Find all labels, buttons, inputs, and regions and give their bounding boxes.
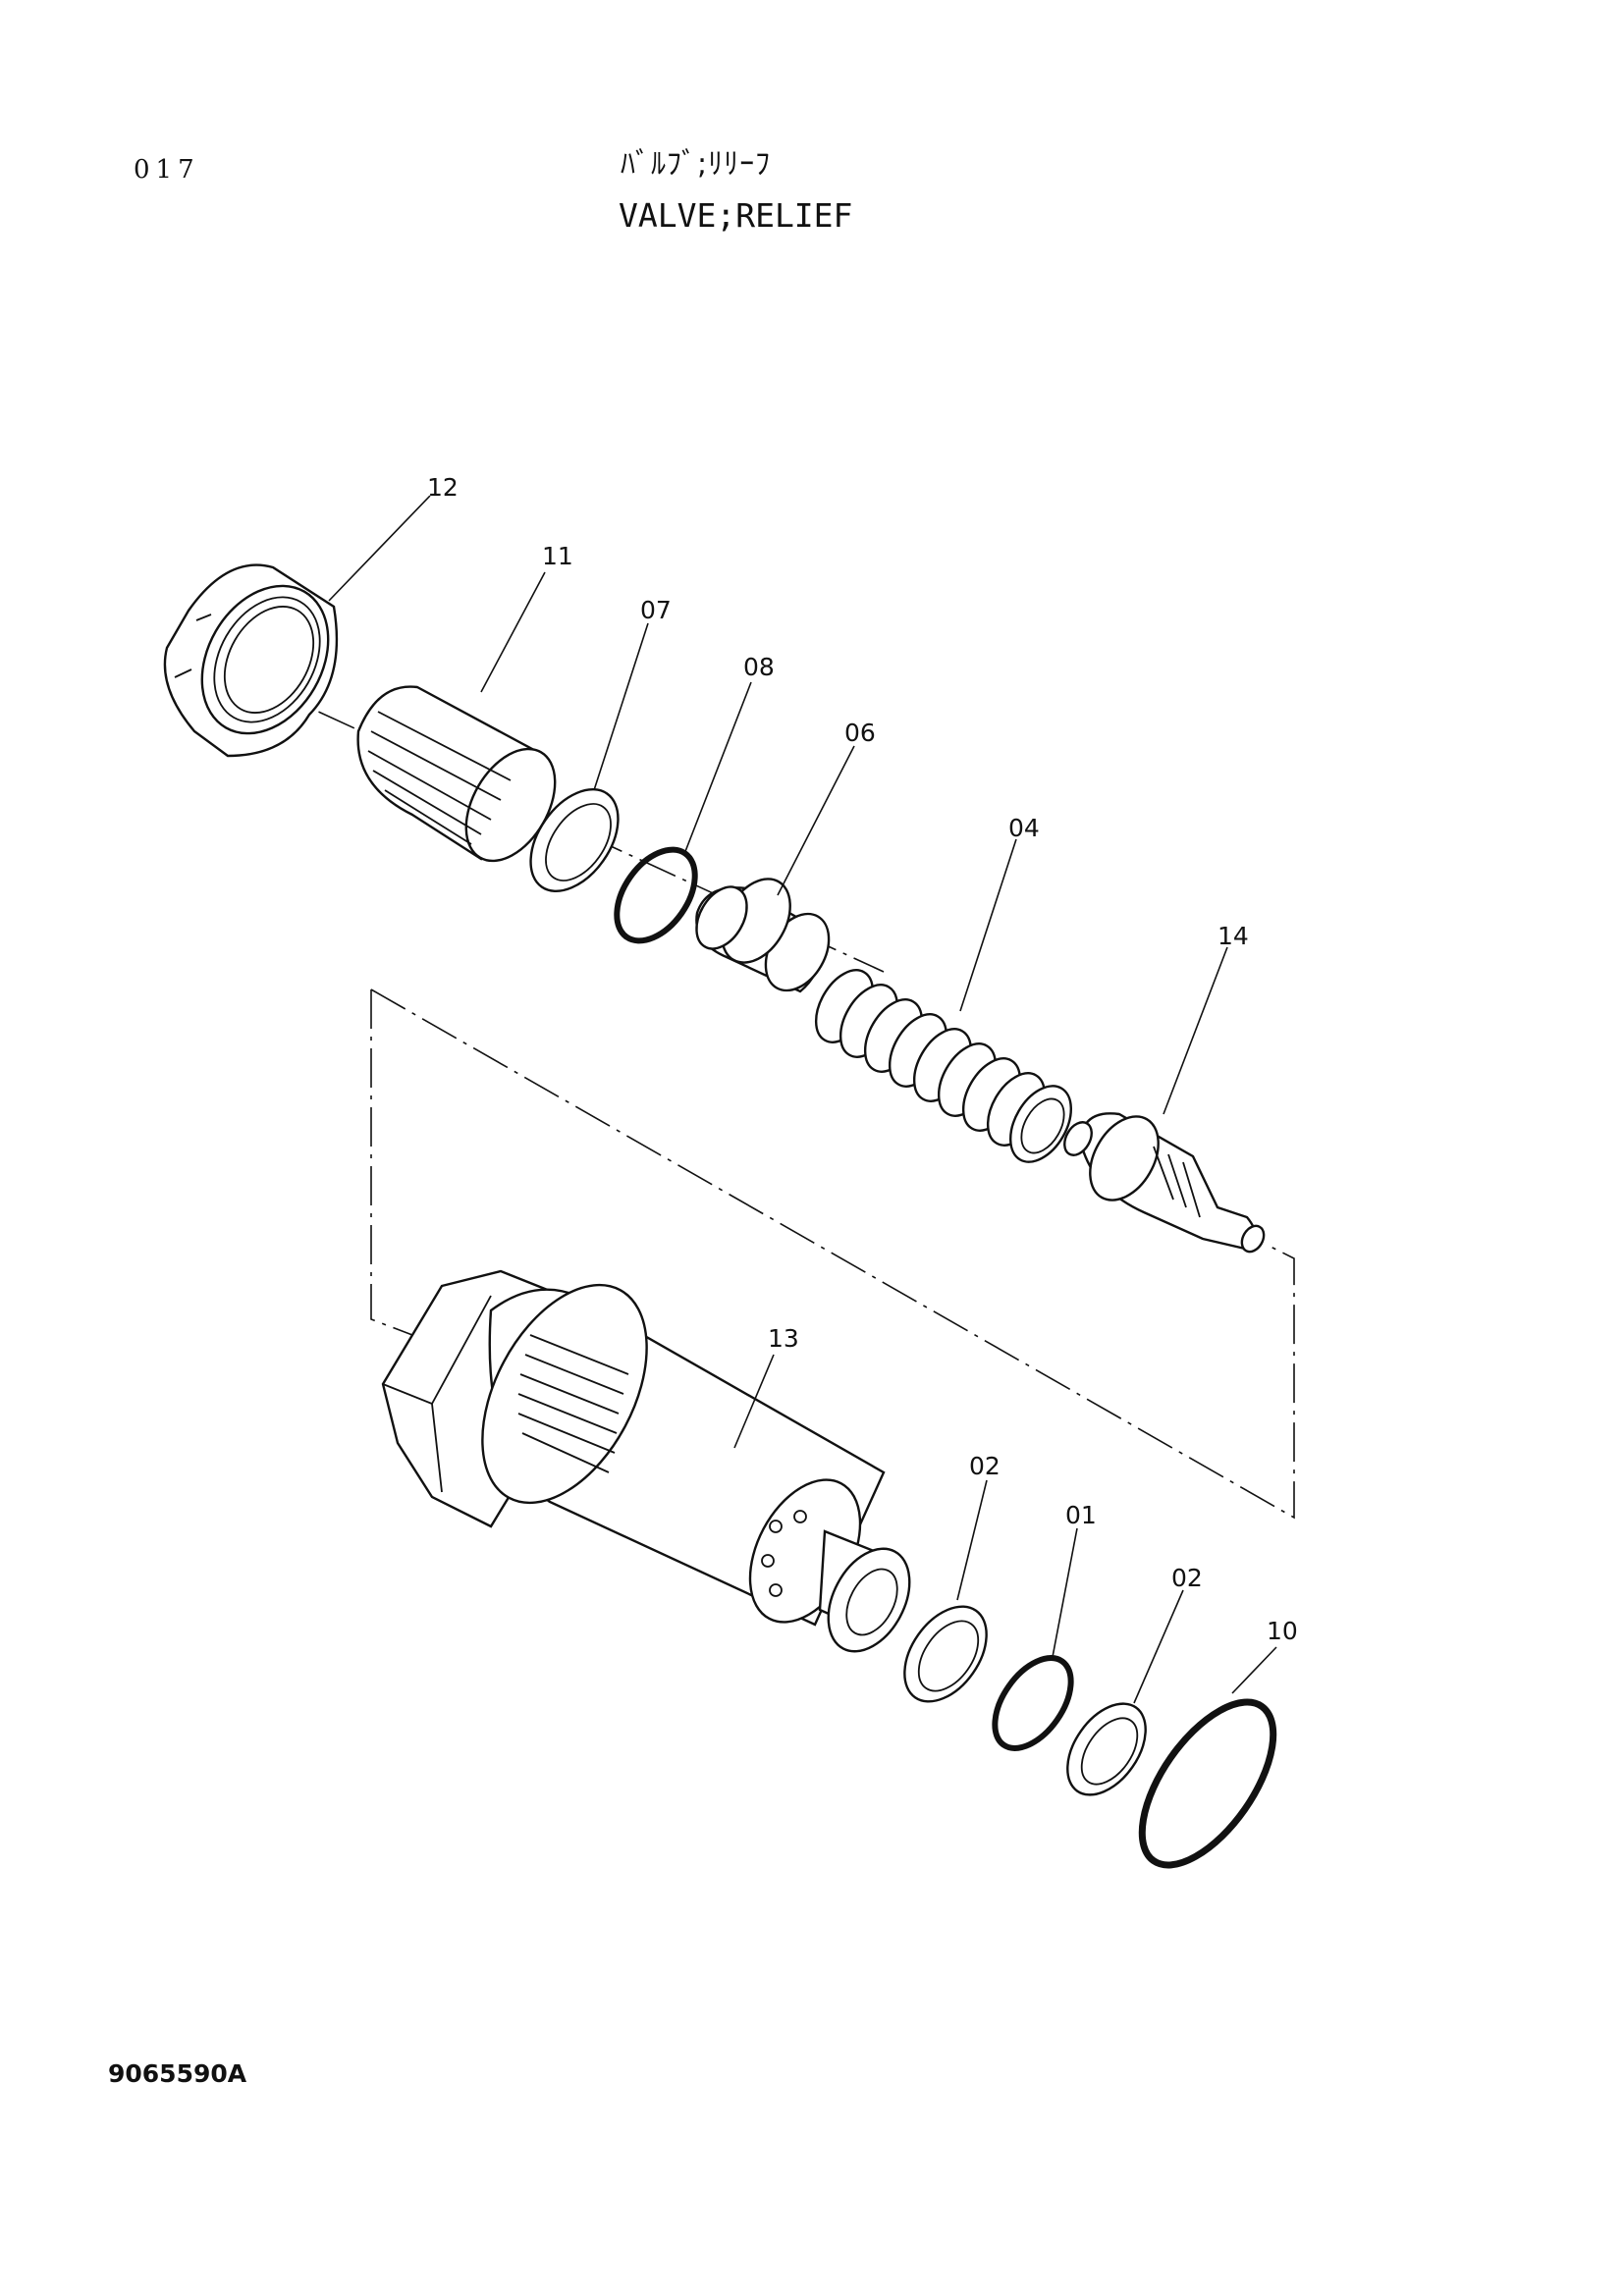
callout-labels: 12 11 07 08 06 04 14 13 02 01 02 10 <box>427 473 1298 1645</box>
callout-02-lower: 02 <box>1171 1564 1203 1592</box>
callout-06: 06 <box>844 719 876 747</box>
title-english: VALVE;RELIEF <box>619 196 853 235</box>
drawing-code: 9065590A <box>108 2059 247 2088</box>
part-12-lock-nut <box>163 563 339 758</box>
part-02-backup-ring-lower <box>1066 1702 1147 1796</box>
part-14-poppet <box>1063 1112 1266 1254</box>
part-07-backup-ring <box>529 787 620 893</box>
part-02-backup-ring-upper <box>903 1605 988 1703</box>
callout-04: 04 <box>1008 814 1040 842</box>
callout-12: 12 <box>427 473 459 502</box>
callout-11: 11 <box>542 542 573 570</box>
callout-10: 10 <box>1267 1617 1298 1645</box>
callout-02-upper: 02 <box>969 1452 1001 1480</box>
callout-08: 08 <box>743 653 775 681</box>
callout-13: 13 <box>768 1324 799 1353</box>
part-04-spring <box>814 969 1072 1163</box>
part-13-valve-body <box>381 1269 911 1653</box>
part-11-threaded-plug <box>356 685 557 863</box>
part-06-seat <box>695 878 831 993</box>
part-01-o-ring <box>992 1655 1074 1751</box>
callout-07: 07 <box>640 596 672 624</box>
part-08-o-ring <box>614 846 698 944</box>
callout-14: 14 <box>1217 922 1249 950</box>
title-japanese: ﾊﾞﾙﾌﾞ;ﾘﾘｰﾌ <box>621 147 772 182</box>
page-number: 017 <box>134 155 200 185</box>
part-10-o-ring-large <box>1138 1698 1277 1869</box>
leader-lines <box>328 495 1277 1704</box>
callout-01: 01 <box>1065 1501 1097 1529</box>
